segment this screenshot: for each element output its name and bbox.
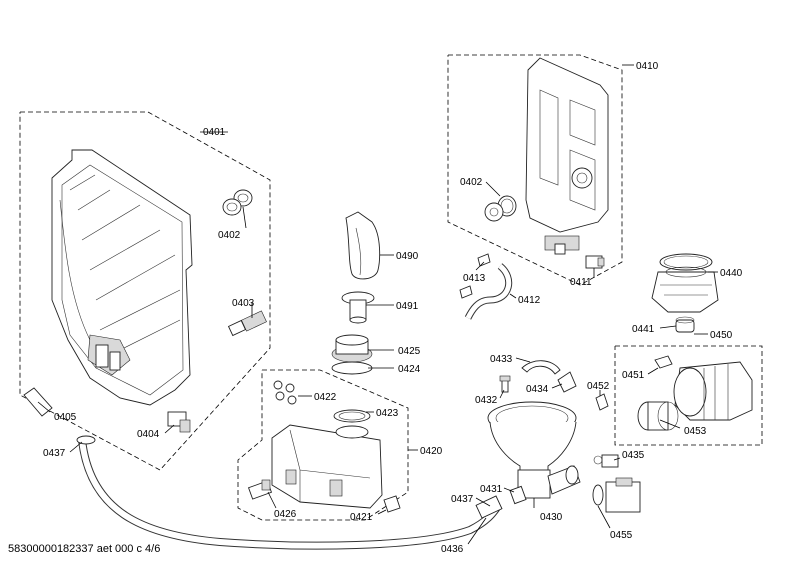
callout-labels: 0401 0402 0403 0404 0405 0437 0490 0491 … — [43, 61, 743, 555]
drain-pump-part — [592, 477, 641, 513]
hose-bend-part — [464, 263, 513, 320]
callout-0437-right: 0437 — [451, 494, 474, 505]
clip-small-part — [595, 393, 609, 411]
flow-part — [544, 235, 580, 255]
jug-part — [345, 211, 381, 280]
drain-hose-part — [76, 435, 503, 550]
valve-part — [227, 310, 267, 337]
callout-0424: 0424 — [398, 364, 421, 375]
leader-lines — [37, 64, 718, 545]
callout-0411: 0411 — [570, 277, 592, 288]
connector-part — [247, 479, 273, 500]
callout-0436: 0436 — [441, 544, 464, 555]
callout-0441: 0441 — [632, 324, 655, 335]
callout-0402-cover: 0402 — [460, 177, 483, 188]
callout-0420: 0420 — [420, 446, 443, 457]
callout-0405: 0405 — [54, 412, 77, 423]
callout-0453: 0453 — [684, 426, 707, 437]
callout-0435: 0435 — [622, 450, 645, 461]
callout-0404: 0404 — [137, 429, 160, 440]
hose-clip-part — [459, 253, 491, 299]
callout-0440: 0440 — [720, 268, 743, 279]
heater-part — [651, 253, 719, 313]
group-frame-0420 — [237, 369, 409, 521]
sump-part — [487, 401, 581, 499]
callout-0412: 0412 — [518, 295, 541, 306]
group-frame-0401 — [19, 111, 271, 471]
seal-ring-part — [222, 189, 253, 216]
sump-seal-part — [509, 485, 527, 505]
pump-clip-part — [654, 355, 673, 369]
callout-0421: 0421 — [350, 512, 373, 523]
flow-sensor-part — [585, 255, 605, 269]
pump-inlet-part — [637, 401, 679, 431]
callout-0426: 0426 — [274, 509, 297, 520]
callout-0434: 0434 — [526, 384, 549, 395]
container-seal-part — [333, 409, 371, 423]
callout-0402-panel: 0402 — [218, 230, 241, 241]
small-seals-part — [273, 380, 297, 405]
document-id: 58300000182337 aet 000 c 4/6 — [8, 543, 161, 555]
callout-0433: 0433 — [490, 354, 513, 365]
callout-0410: 0410 — [636, 61, 659, 72]
bracket-part — [521, 360, 561, 375]
gasket-part — [484, 195, 517, 222]
rear-cover-part — [525, 57, 609, 233]
callout-0490: 0490 — [396, 251, 419, 262]
callout-0430: 0430 — [540, 512, 563, 523]
check-valve-part — [593, 454, 619, 468]
sensor-part — [167, 411, 191, 433]
callout-0452: 0452 — [587, 381, 610, 392]
callout-0425: 0425 — [398, 346, 421, 357]
clamp-part — [383, 495, 401, 513]
latch-part — [557, 371, 577, 393]
cap-part — [341, 291, 375, 324]
screw-part — [499, 375, 511, 393]
salt-container-part — [271, 424, 383, 509]
callout-0413: 0413 — [463, 273, 486, 284]
callout-0422: 0422 — [314, 392, 337, 403]
callout-0431: 0431 — [480, 484, 503, 495]
group-frame-0450 — [614, 345, 763, 446]
callout-0423: 0423 — [376, 408, 399, 419]
callout-0450: 0450 — [710, 330, 733, 341]
pump-motor-part — [673, 361, 753, 421]
callout-0432: 0432 — [475, 395, 498, 406]
callout-0437-left: 0437 — [43, 448, 66, 459]
side-panel-part — [51, 149, 193, 406]
callout-0401: 0401 — [203, 127, 226, 138]
callout-0491: 0491 — [396, 301, 419, 312]
container-lid-part — [331, 334, 373, 375]
group-frame-0410 — [447, 54, 623, 286]
callout-0451: 0451 — [622, 370, 645, 381]
callout-0403: 0403 — [232, 298, 255, 309]
callout-0455: 0455 — [610, 530, 633, 541]
nut-part — [675, 316, 695, 333]
